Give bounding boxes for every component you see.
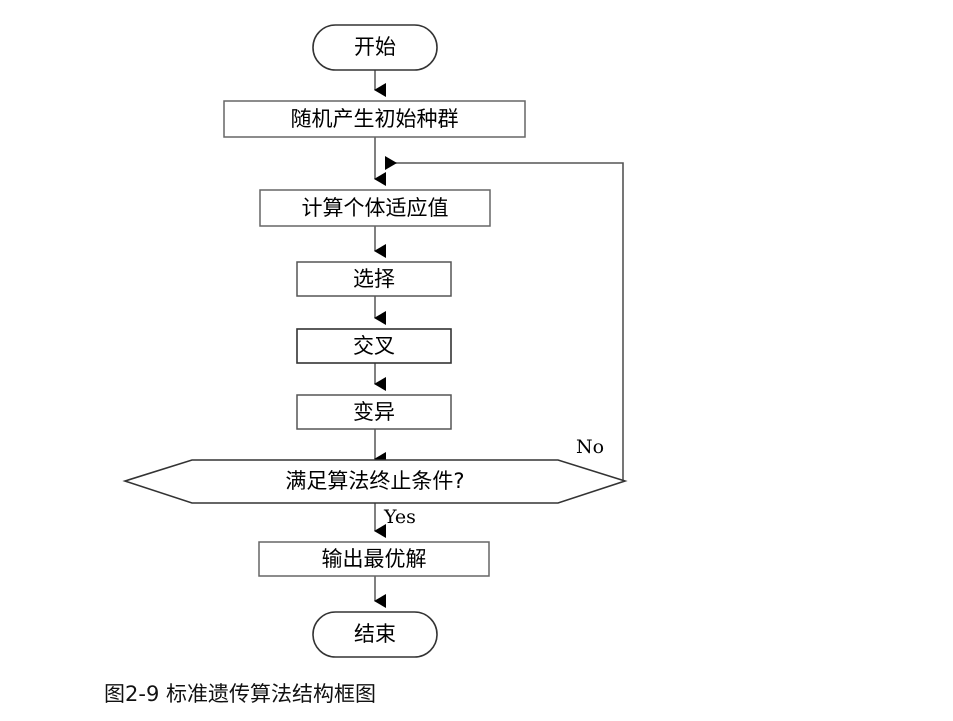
edge-label-no: No	[576, 436, 605, 458]
node-crossover-shape	[296, 328, 452, 364]
node-start-shape	[312, 24, 438, 71]
edge-label-yes: Yes	[384, 506, 416, 528]
node-decision-shape	[122, 459, 628, 504]
node-fitness-shape	[259, 189, 491, 227]
node-init-shape	[223, 100, 526, 138]
figure-caption: 图2-9 标准遗传算法结构框图	[104, 682, 376, 706]
node-output-shape	[258, 541, 490, 577]
node-end-shape	[312, 611, 438, 658]
node-mutation-shape	[296, 394, 452, 430]
node-select-shape	[296, 261, 452, 297]
